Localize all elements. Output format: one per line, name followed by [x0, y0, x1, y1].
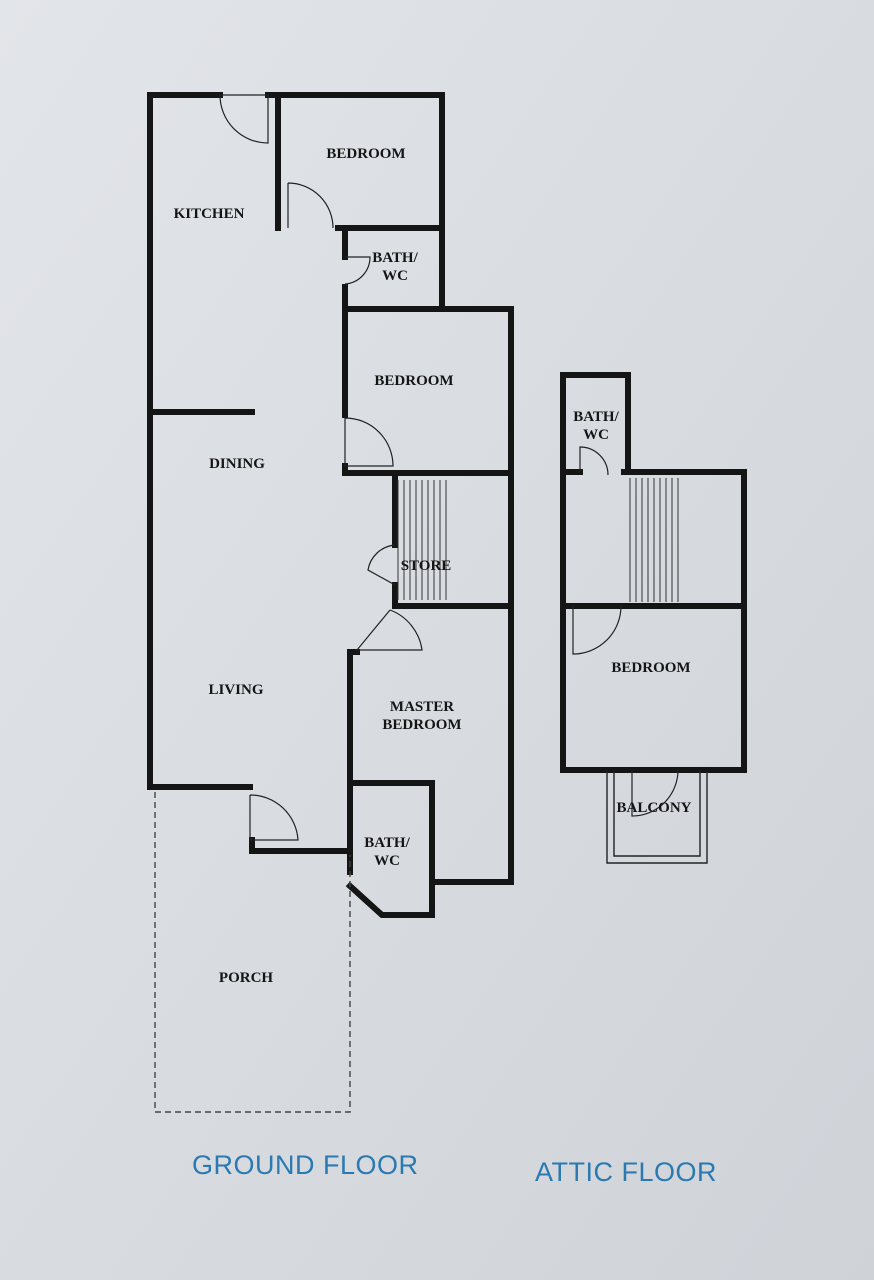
- bedroom-mid-door-icon: [344, 417, 394, 467]
- room-label-bedroom-top: BEDROOM: [326, 146, 405, 162]
- room-label-bedroom-mid: BEDROOM: [374, 373, 453, 389]
- label-line: MASTER: [390, 699, 454, 715]
- attic-floor-plan: BATH/WC BEDROOM BALCONY: [560, 372, 747, 864]
- label-line: WC: [583, 427, 609, 443]
- room-label-master-bedroom: MASTER BEDROOM: [382, 699, 461, 733]
- attic-doors: [572, 446, 679, 817]
- label-line: BATH/: [573, 409, 619, 425]
- attic-bath-door-icon: [579, 446, 609, 476]
- room-label-store: STORE: [401, 558, 452, 574]
- master-door-icon: [355, 609, 423, 651]
- room-label-bath-bottom: BATH/WC: [364, 835, 410, 869]
- room-label-porch: PORCH: [219, 970, 273, 986]
- porch-door-icon: [249, 794, 299, 841]
- balcony-railing: [613, 770, 701, 857]
- attic-room-label-bedroom: BEDROOM: [611, 660, 690, 676]
- ground-stairs: [397, 480, 447, 600]
- label-line: WC: [374, 853, 400, 869]
- attic-walls: [560, 372, 747, 773]
- label-line: BATH/: [364, 835, 410, 851]
- room-label-dining: DINING: [209, 456, 265, 472]
- ground-floor-title: GROUND FLOOR: [192, 1150, 419, 1180]
- balcony-outline: [606, 770, 708, 864]
- bedroom-door-icon: [287, 182, 334, 229]
- balcony-door-icon: [631, 769, 679, 817]
- store-door-icon: [367, 544, 396, 586]
- attic-bedroom-door-icon: [572, 605, 622, 655]
- ground-floor-plan: BEDROOM KITCHEN BATH/WC BEDROOM DINING S…: [147, 92, 514, 1113]
- ground-doors: [219, 94, 423, 841]
- attic-room-label-bath: BATH/WC: [573, 409, 619, 443]
- room-label-bath-top: BATH/WC: [372, 250, 418, 284]
- room-label-living: LIVING: [208, 682, 263, 698]
- label-line: WC: [382, 268, 408, 284]
- label-line: BEDROOM: [382, 717, 461, 733]
- bath-door-icon: [344, 256, 371, 285]
- attic-floor-title: ATTIC FLOOR: [535, 1157, 718, 1187]
- attic-stairs: [629, 478, 679, 602]
- attic-room-label-balcony: BALCONY: [616, 800, 691, 816]
- room-label-kitchen: KITCHEN: [174, 206, 245, 222]
- kitchen-door-icon: [219, 94, 269, 144]
- ground-walls: [147, 92, 514, 918]
- porch-outline: [154, 792, 351, 1113]
- label-line: BATH/: [372, 250, 418, 266]
